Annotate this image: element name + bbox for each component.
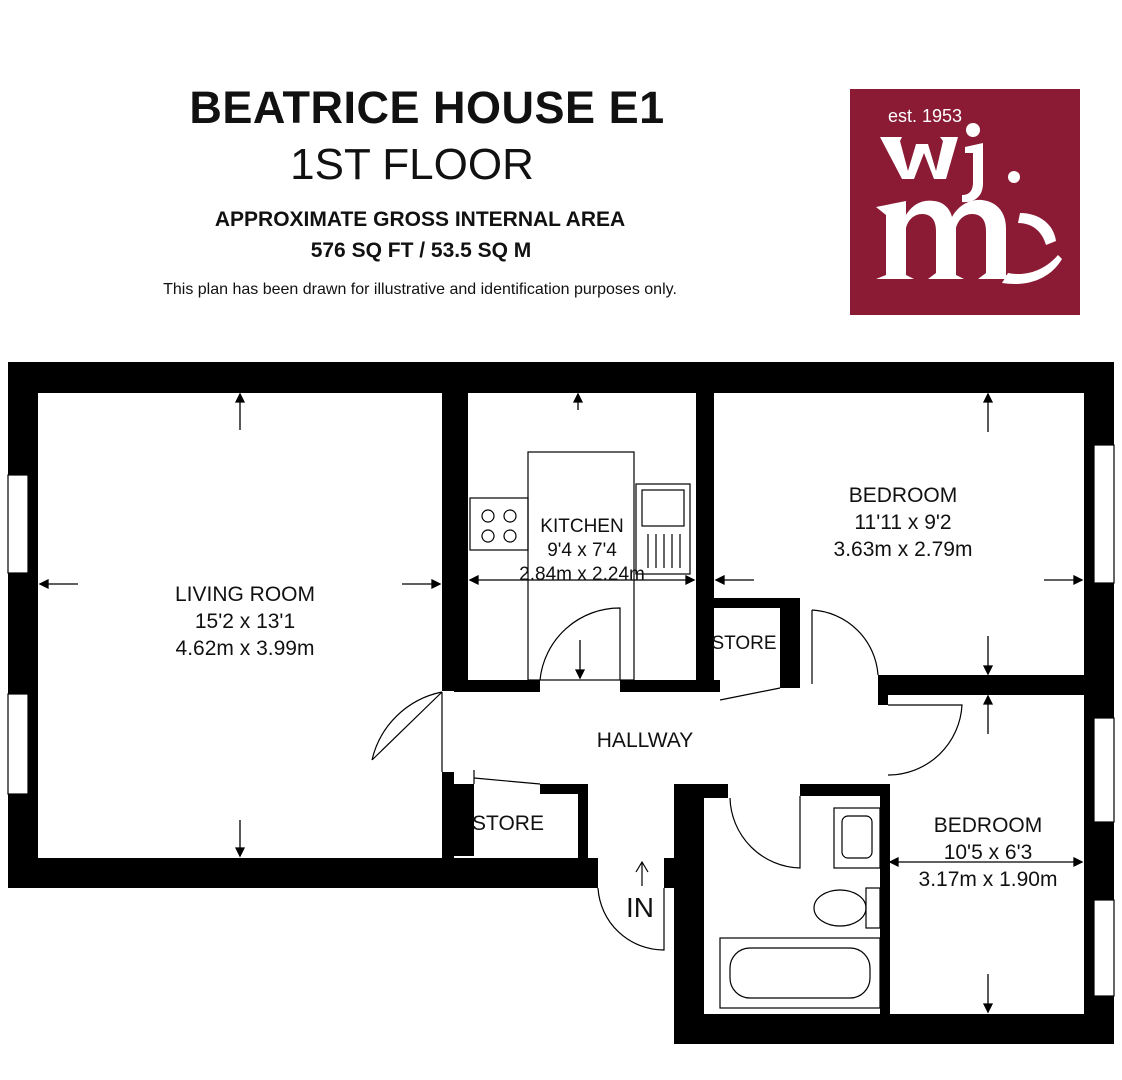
logo-established-text: est. 1953 xyxy=(888,106,963,126)
bedroom-2-metric: 3.17m x 1.90m xyxy=(918,868,1058,891)
bedroom-1-label: BEDROOM 11'11 x 9'2 3.63m x 2.79m xyxy=(834,482,973,563)
kitchen-metric: 2.84m x 2.24m xyxy=(519,564,645,585)
exterior-walls xyxy=(8,362,1114,1044)
kitchen-label: KITCHEN 9'4 x 7'4 2.84m x 2.24m xyxy=(519,515,645,587)
entrance-arrow-icon xyxy=(635,860,649,886)
kitchen-fittings xyxy=(469,451,691,681)
bedroom-2-name: BEDROOM xyxy=(933,814,1043,837)
bathroom-fittings xyxy=(719,807,881,1009)
logo-monogram-icon xyxy=(876,123,1062,284)
dimension-arrows xyxy=(38,392,1084,1014)
bedroom-1-metric: 3.63m x 2.79m xyxy=(833,538,973,561)
living-room-label: LIVING ROOM 15'2 x 13'1 4.62m x 3.99m xyxy=(175,581,315,662)
hallway-label: HALLWAY xyxy=(596,729,694,752)
bedroom-2-label: BEDROOM 10'5 x 6'3 3.17m x 1.90m xyxy=(919,812,1058,893)
interior-walls xyxy=(442,393,1084,1014)
door-swings xyxy=(371,607,963,951)
bedroom-1-name: BEDROOM xyxy=(848,484,958,507)
floor-level: 1ST FLOOR xyxy=(290,140,534,189)
store-bottom-label: STORE xyxy=(472,812,544,835)
bedroom-1-imperial: 11'11 x 9'2 xyxy=(854,511,952,534)
store-top-label: STORE xyxy=(711,633,777,654)
property-title: BEATRICE HOUSE E1 xyxy=(189,82,665,133)
area-heading: APPROXIMATE GROSS INTERNAL AREA xyxy=(214,208,626,231)
living-room-metric: 4.62m x 3.99m xyxy=(175,637,315,660)
kitchen-imperial: 9'4 x 7'4 xyxy=(547,540,617,561)
windows xyxy=(7,444,1115,997)
entrance-label: IN xyxy=(626,892,654,923)
kitchen-name: KITCHEN xyxy=(540,516,624,537)
living-room-name: LIVING ROOM xyxy=(174,583,316,606)
agency-logo: est. 1953 xyxy=(850,89,1080,315)
area-value: 576 SQ FT / 53.5 SQ M xyxy=(310,239,532,262)
disclaimer-text: This plan has been drawn for illustrativ… xyxy=(163,281,677,298)
living-room-imperial: 15'2 x 13'1 xyxy=(194,610,296,633)
bedroom-2-imperial: 10'5 x 6'3 xyxy=(943,841,1033,864)
